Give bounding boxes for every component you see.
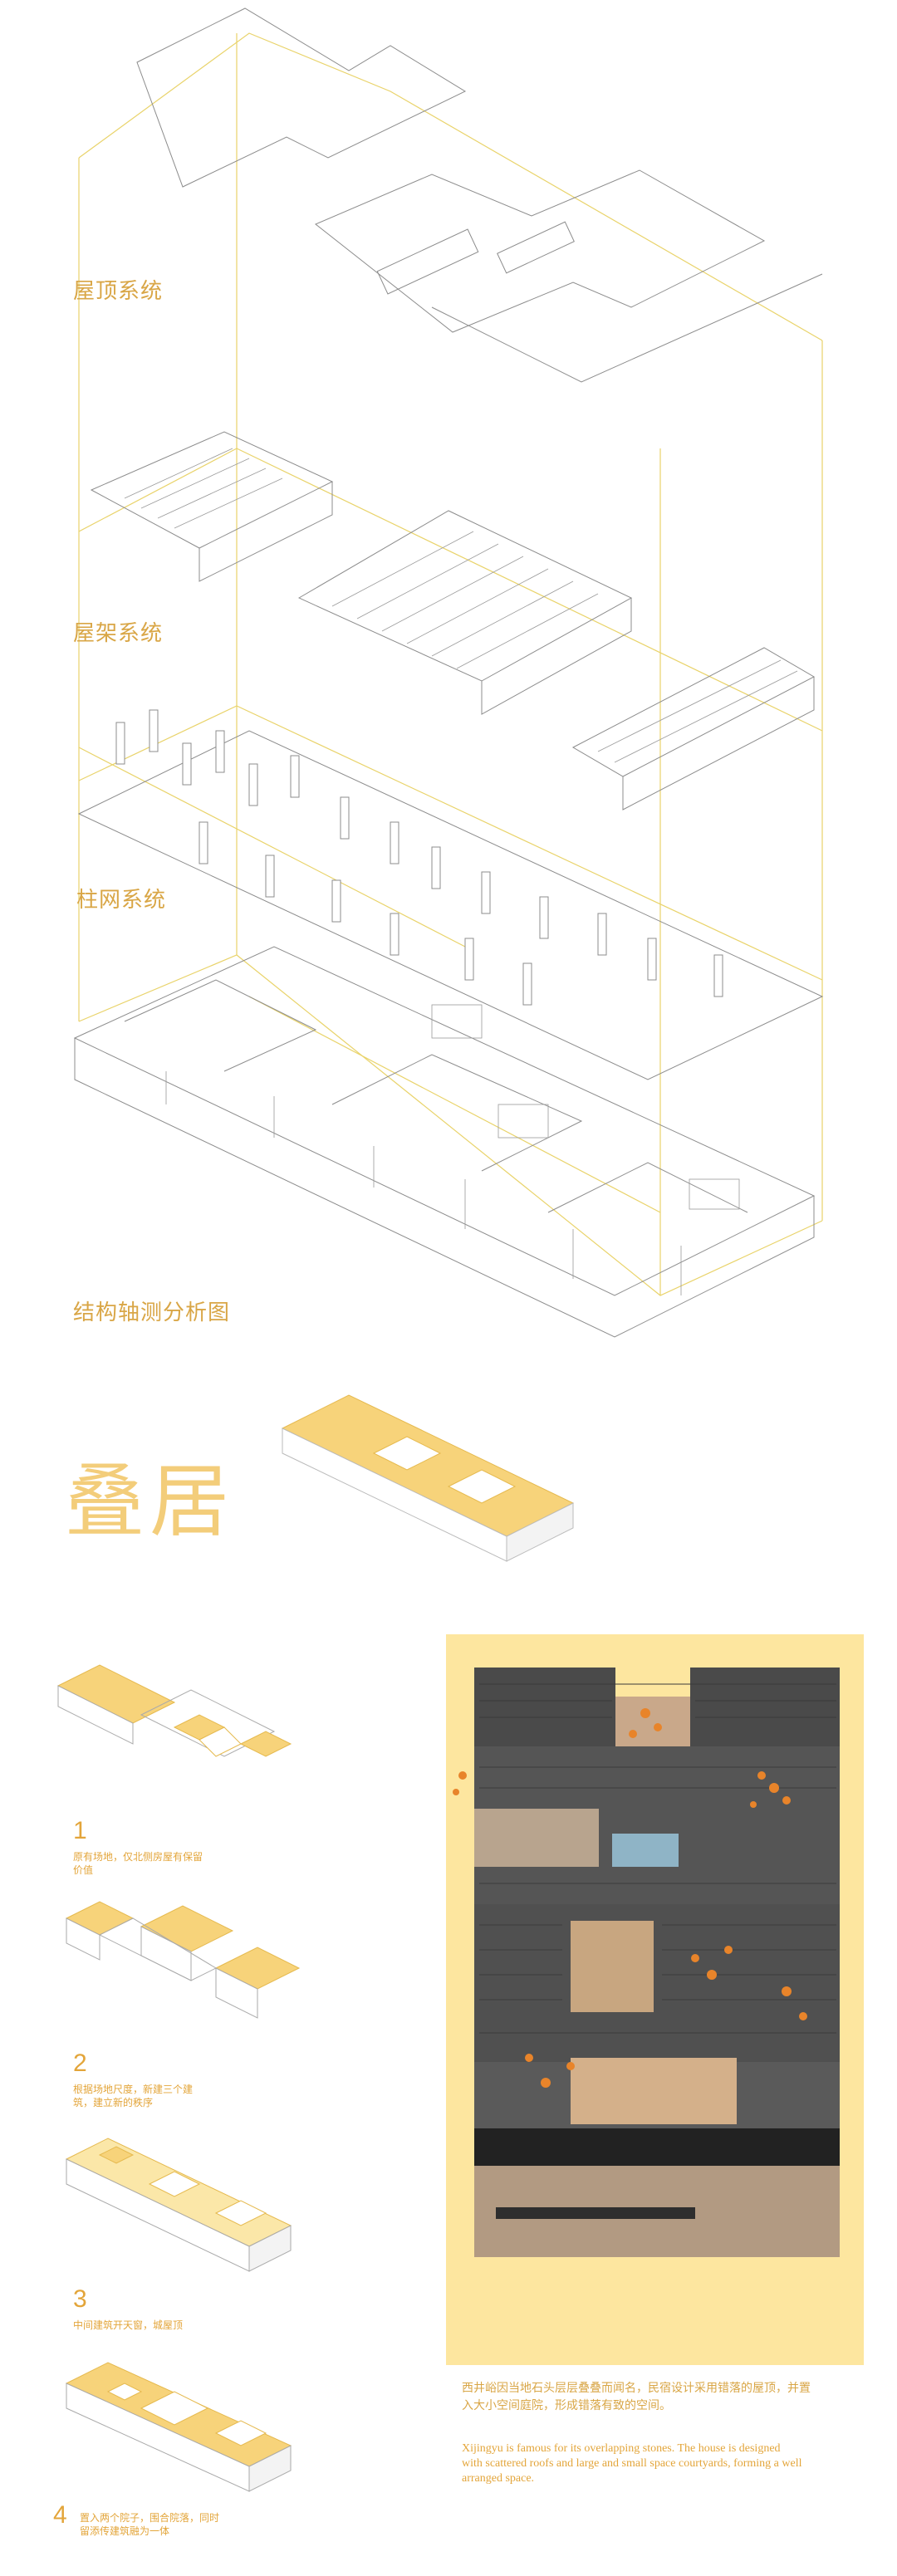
floor-plan-drawing xyxy=(73,946,816,1338)
description-en: Xijingyu is famous for its overlapping s… xyxy=(462,2442,802,2485)
rendering-panel xyxy=(446,1634,864,2365)
step-1-massing xyxy=(56,1664,292,1757)
step-4-massing xyxy=(65,2362,292,2492)
step-4-text: 置入两个院子，围合院落，同时留添传建筑融为一体 xyxy=(80,2512,220,2537)
label-roof-system: 屋顶系统 xyxy=(73,279,164,304)
step-1-number: 1 xyxy=(73,1817,87,1844)
truss-system-drawing xyxy=(90,431,816,811)
concept-massing-icon xyxy=(281,1394,575,1562)
step-2-text: 根据场地尺度，新建三个建筑，建立新的秩序 xyxy=(73,2084,194,2108)
step-3-text: 中间建筑开天窗，城屋顶 xyxy=(73,2319,184,2331)
description-cn: 西井峪因当地石头层层叠叠而闻名，民宿设计采用错落的屋顶，并置入大小空间庭院，形成… xyxy=(462,2382,811,2412)
structure-axonometric-diagram xyxy=(73,7,824,1338)
guide-lines xyxy=(78,32,823,1296)
roof-system-drawing xyxy=(136,7,823,383)
label-column-system: 柱网系统 xyxy=(76,888,167,913)
roof-plan-rendering xyxy=(453,1668,840,2257)
concept-title: 叠居 xyxy=(65,1455,234,1548)
step-2-number: 2 xyxy=(73,2050,87,2077)
label-truss-system: 屋架系统 xyxy=(73,621,164,646)
label-axon-title: 结构轴测分析图 xyxy=(73,1300,231,1325)
step-4-number: 4 xyxy=(53,2501,67,2529)
column-system-drawing xyxy=(77,709,824,1080)
step-2-massing xyxy=(65,1901,301,2019)
step-1-text: 原有场地，仅北侧房屋有保留价值 xyxy=(73,1851,203,1876)
step-3-massing xyxy=(65,2138,292,2272)
step-3-number: 3 xyxy=(73,2285,87,2313)
